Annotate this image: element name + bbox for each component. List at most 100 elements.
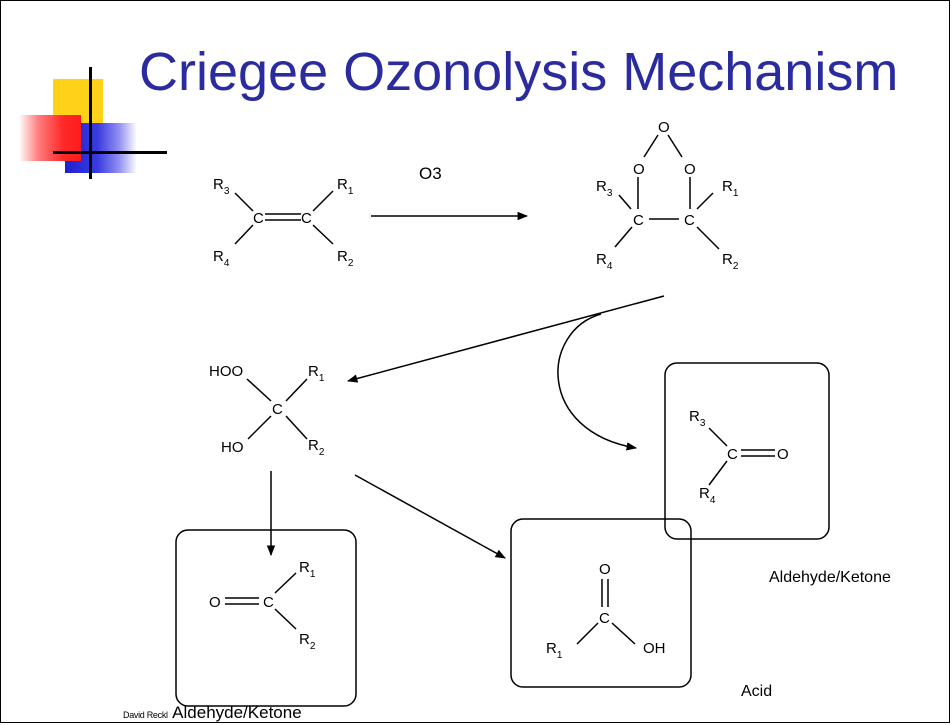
- alkene-bond-r2: [312, 224, 334, 245]
- curved-arrow-to-carbonyl: [557, 313, 638, 451]
- acid-carbon: C: [599, 610, 610, 627]
- ozonide-r1-subscript: 1: [733, 188, 739, 199]
- arrow-to-acid: [354, 474, 506, 559]
- carbonyl-r1-r2-bond-r2: [274, 608, 297, 630]
- slide-footer: David Reckl Aldehyde/Ketone: [123, 703, 302, 722]
- acid-hydroxyl: OH: [643, 640, 666, 657]
- ozonide-carbon-right: C: [684, 212, 695, 229]
- ozonide-bond-o-o-right: [667, 134, 683, 158]
- carbonyl-r1: R1: [299, 559, 316, 580]
- ozonide-r2-letter: R: [722, 251, 733, 268]
- corner-decoration: [19, 67, 171, 179]
- alkene-bond-r1: [312, 190, 334, 212]
- decoration-vertical-line: [89, 67, 92, 179]
- alkene-r2-letter: R: [337, 248, 348, 265]
- label-aldehyde-ketone-right: Aldehyde/Ketone: [769, 569, 891, 586]
- alkene-bond-r3: [234, 192, 254, 212]
- carbonyl-r3-subscript: 3: [700, 418, 706, 429]
- ozonide-bond-r2: [696, 226, 720, 250]
- ozonide-oxygen-left: O: [633, 161, 645, 178]
- alkene-r3-letter: R: [213, 176, 224, 193]
- arrow-to-hydroperoxide: [346, 295, 665, 383]
- acid-r1-subscript: 1: [557, 650, 563, 661]
- alkene-carbon-left: C: [253, 210, 264, 227]
- alkene-carbon-right: C: [301, 210, 312, 227]
- hydroperoxide-bond-hoo: [246, 378, 272, 402]
- hydroperoxide-ho: HO: [221, 439, 244, 456]
- ozonide-carbon-left: C: [633, 212, 644, 229]
- carbonyl-r2-subscript: 2: [310, 641, 316, 652]
- alkene-bond-r4: [234, 224, 254, 245]
- hydroperoxide-bond-r2: [285, 415, 308, 440]
- carbonyl-r1-r2-bond-r1: [274, 572, 297, 594]
- footer-author: David Reckl: [123, 710, 168, 720]
- alkene-r2: R2: [337, 248, 354, 269]
- alkene-r3-subscript: 3: [224, 186, 230, 197]
- decoration-horizontal-line: [53, 151, 167, 154]
- hydroperoxide-r1-letter: R: [308, 363, 319, 380]
- ozonide-r3-letter: R: [596, 178, 607, 195]
- hydroperoxide-r1: R1: [308, 363, 325, 384]
- hydroperoxide-bond-r1: [285, 378, 308, 402]
- hydroperoxide-molecule: [246, 378, 308, 440]
- carbonyl-r3-letter: R: [689, 408, 700, 425]
- ozonide-bond-r4: [614, 226, 633, 248]
- alkene-r1-subscript: 1: [348, 186, 354, 197]
- carbonyl-r4-letter: R: [699, 485, 710, 502]
- carbonyl-r1-r2-oxygen: O: [209, 594, 221, 611]
- acid-carbonyl-oxygen: O: [599, 561, 611, 578]
- carbonyl-r2: R2: [299, 631, 316, 652]
- acid-bond-oh: [611, 622, 636, 645]
- carbonyl-r1-r2-carbon: C: [263, 594, 274, 611]
- alkene-r4-letter: R: [213, 248, 224, 265]
- alkene-r1: R1: [337, 176, 354, 197]
- ozonide-r2-subscript: 2: [733, 261, 739, 272]
- hydroperoxide-bond-ho: [247, 415, 272, 440]
- alkene-r2-subscript: 2: [348, 258, 354, 269]
- carbonyl-bond-r3: [708, 427, 728, 447]
- alkene-r4-subscript: 4: [224, 258, 230, 269]
- label-aldehyde-ketone-left: Aldehyde/Ketone: [172, 703, 302, 722]
- carbonyl-r4-subscript: 4: [710, 495, 716, 506]
- carbonyl-r2-letter: R: [299, 631, 310, 648]
- carbonyl-r3: R3: [689, 408, 706, 429]
- carbonyl-bond-r4: [708, 460, 728, 486]
- hydroperoxide-r2: R2: [308, 437, 325, 458]
- acid-bond-r1: [576, 622, 599, 645]
- carbonyl-r1-r2-bonds: [225, 572, 297, 630]
- carbonyl-r3-r4-carbon: C: [727, 446, 738, 463]
- ozonide-r3-subscript: 3: [607, 188, 613, 199]
- carbonyl-r4: R4: [699, 485, 716, 506]
- ozonide-r4: R4: [596, 251, 613, 272]
- ozonide-r3: R3: [596, 178, 613, 199]
- ozonide-r4-letter: R: [596, 251, 607, 268]
- alkene-r1-letter: R: [337, 176, 348, 193]
- ozonide-r2: R2: [722, 251, 739, 272]
- carbonyl-r3-r4-bonds: [708, 427, 775, 486]
- alkene-r4: R4: [213, 248, 230, 269]
- label-acid: Acid: [741, 683, 772, 700]
- hydroperoxide-r1-subscript: 1: [319, 373, 325, 384]
- ozonide-bond-o-o-left: [643, 134, 659, 158]
- molozonide-molecule: [614, 134, 720, 250]
- acid-r1: R1: [546, 640, 563, 661]
- hydroperoxide-carbon: C: [272, 401, 283, 418]
- carbonyl-r3-r4-oxygen: O: [777, 446, 789, 463]
- product-box-acid: [510, 518, 692, 688]
- carbonyl-r1-subscript: 1: [310, 569, 316, 580]
- hydroperoxide-r2-letter: R: [308, 437, 319, 454]
- product-box-carbonyl-r1-r2: [175, 529, 357, 707]
- acid-r1-letter: R: [546, 640, 557, 657]
- slide-title: Criegee Ozonolysis Mechanism: [139, 42, 899, 102]
- hydroperoxide-r2-subscript: 2: [319, 447, 325, 458]
- alkene-r3: R3: [213, 176, 230, 197]
- ozonide-r1: R1: [722, 178, 739, 199]
- acid-bonds: [576, 579, 636, 645]
- ozonide-oxygen-top: O: [658, 119, 670, 136]
- carbonyl-r1-letter: R: [299, 559, 310, 576]
- ozonide-r1-letter: R: [722, 178, 733, 195]
- hydroperoxide-hoo: HOO: [209, 363, 243, 380]
- product-box-carbonyl-r3-r4: [664, 362, 830, 540]
